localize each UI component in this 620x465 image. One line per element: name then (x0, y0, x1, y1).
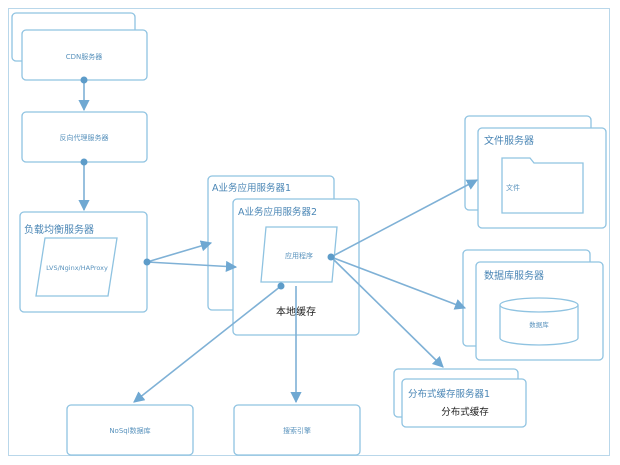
lvs-parallelogram (35, 237, 118, 297)
lvs-label: LVS/Nginx/HAProxy (46, 264, 108, 272)
reverse-proxy-label: 反向代理服务器 (60, 133, 109, 142)
edge-lb-to-app2 (146, 260, 238, 273)
dist-cache-server-node: 分布式缓存服务器1 分布式缓存 (393, 368, 527, 428)
db-server-label: 数据库服务器 (484, 269, 544, 282)
edge-app-port-dot (327, 253, 335, 261)
nosql-label: NoSql数据库 (109, 426, 150, 435)
edge-app-lower-port-dot (277, 282, 285, 290)
edge-app-to-file (330, 179, 478, 258)
file-server-label: 文件服务器 (484, 134, 534, 147)
app-program-parallelogram (260, 226, 338, 283)
edge-lb-to-app1 (146, 240, 213, 263)
dist-cache-server-label: 分布式缓存服务器1 (408, 388, 490, 400)
file-server-node: 文件服务器 文件 (464, 115, 607, 229)
edge-cdn-port-dot (80, 76, 88, 84)
app-program-label: 应用程序 (285, 251, 313, 260)
search-engine-node: 搜索引擎 (233, 404, 361, 456)
cdn-server-label: CDN服务器 (66, 52, 103, 61)
app-server-1-label: A业务应用服务器1 (212, 182, 291, 194)
edge-proxy-port-dot (80, 158, 88, 166)
file-label: 文件 (506, 183, 520, 192)
cdn-server-node: CDN服务器 (11, 12, 148, 81)
load-balancer-label: 负载均衡服务器 (24, 223, 94, 236)
database-cylinder-icon (499, 297, 579, 346)
folder-icon (501, 157, 584, 214)
database-label: 数据库 (529, 320, 549, 329)
dist-cache-label: 分布式缓存 (441, 406, 489, 418)
nosql-node: NoSql数据库 (66, 404, 194, 456)
reverse-proxy-node: 反向代理服务器 (21, 111, 148, 163)
edge-app-to-db (330, 256, 467, 310)
edge-app-to-nosql (133, 285, 282, 403)
app-server-2-label: A业务应用服务器2 (238, 206, 317, 218)
search-engine-label: 搜索引擎 (283, 426, 311, 435)
db-server-node: 数据库服务器 数据库 (462, 249, 604, 361)
connections (78, 76, 478, 404)
edge-app-to-dist-cache (330, 256, 444, 368)
edge-lb-port-dot (143, 258, 151, 266)
load-balancer-node: 负载均衡服务器 LVS/Nginx/HAProxy (19, 211, 148, 313)
